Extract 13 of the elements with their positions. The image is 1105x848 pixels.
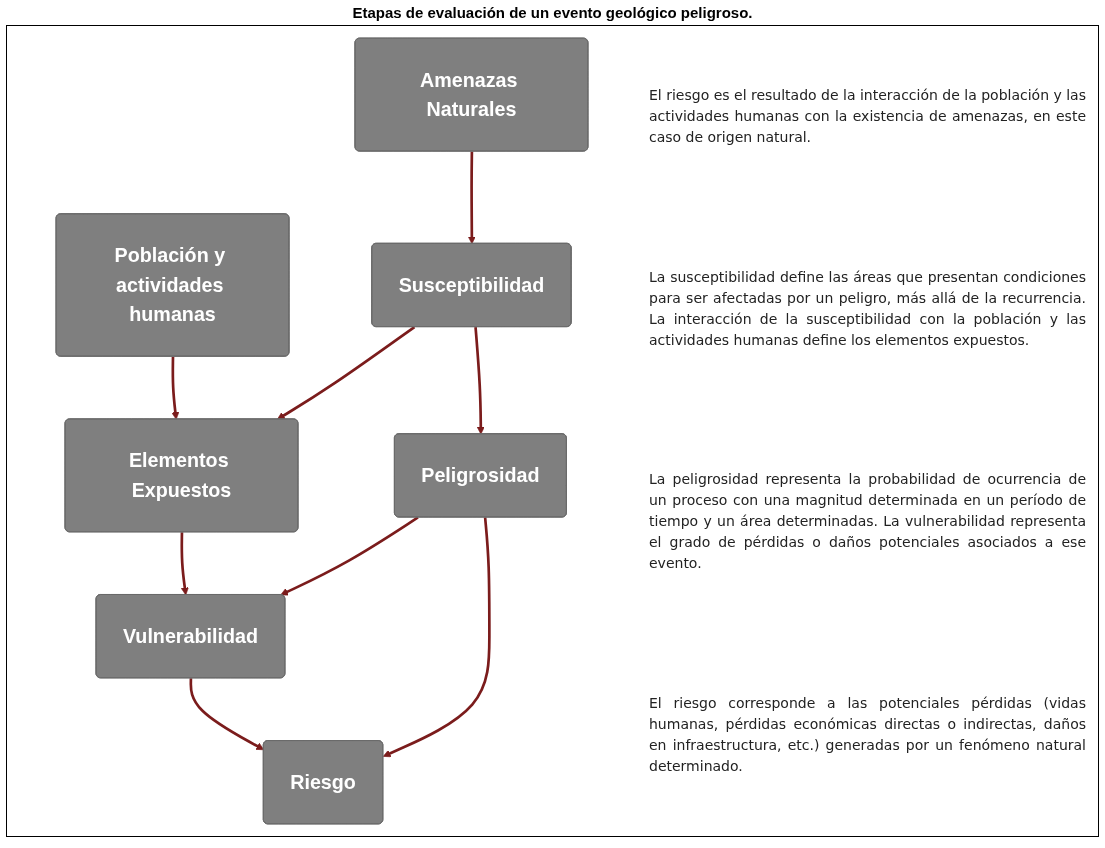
arrow [280, 516, 419, 596]
diagram-title: Etapas de evaluación de un evento geológico peligroso. [351, 4, 754, 21]
description-paragraph: La susceptibilidad define las áreas que presentan condiciones para ser afectadas por un peligro, más allá de la recurrencia. La interacción de la susceptibilidad con la población y las actividades humanas define los elementos expuestos. [649, 267, 1086, 350]
arrow [474, 326, 485, 435]
arrow [189, 678, 265, 751]
arrow [180, 532, 189, 596]
arrow [382, 517, 491, 758]
description-paragraph: La peligrosidad representa la probabilidad de ocurrencia de un proceso con una magnitud determinada en un período de tiempo y un área determinadas. La vulnerabilidad representa el grado de pérdidas o daños potenciales asociados a ese evento. [649, 470, 1086, 574]
description-paragraph: El riesgo es el resultado de la interacción de la población y las actividades humanas con la existencia de amenazas, en este caso de origen natural. [649, 86, 1086, 148]
arrow [171, 356, 180, 420]
description-paragraph: El riesgo corresponde a las potenciales pérdidas (vidas humanas, pérdidas económicas directas o indirectas, daños en infraestructura, etc.) generadas por un fenómeno natural determinado. [649, 693, 1086, 776]
arrow [277, 326, 416, 420]
arrow [467, 151, 476, 245]
